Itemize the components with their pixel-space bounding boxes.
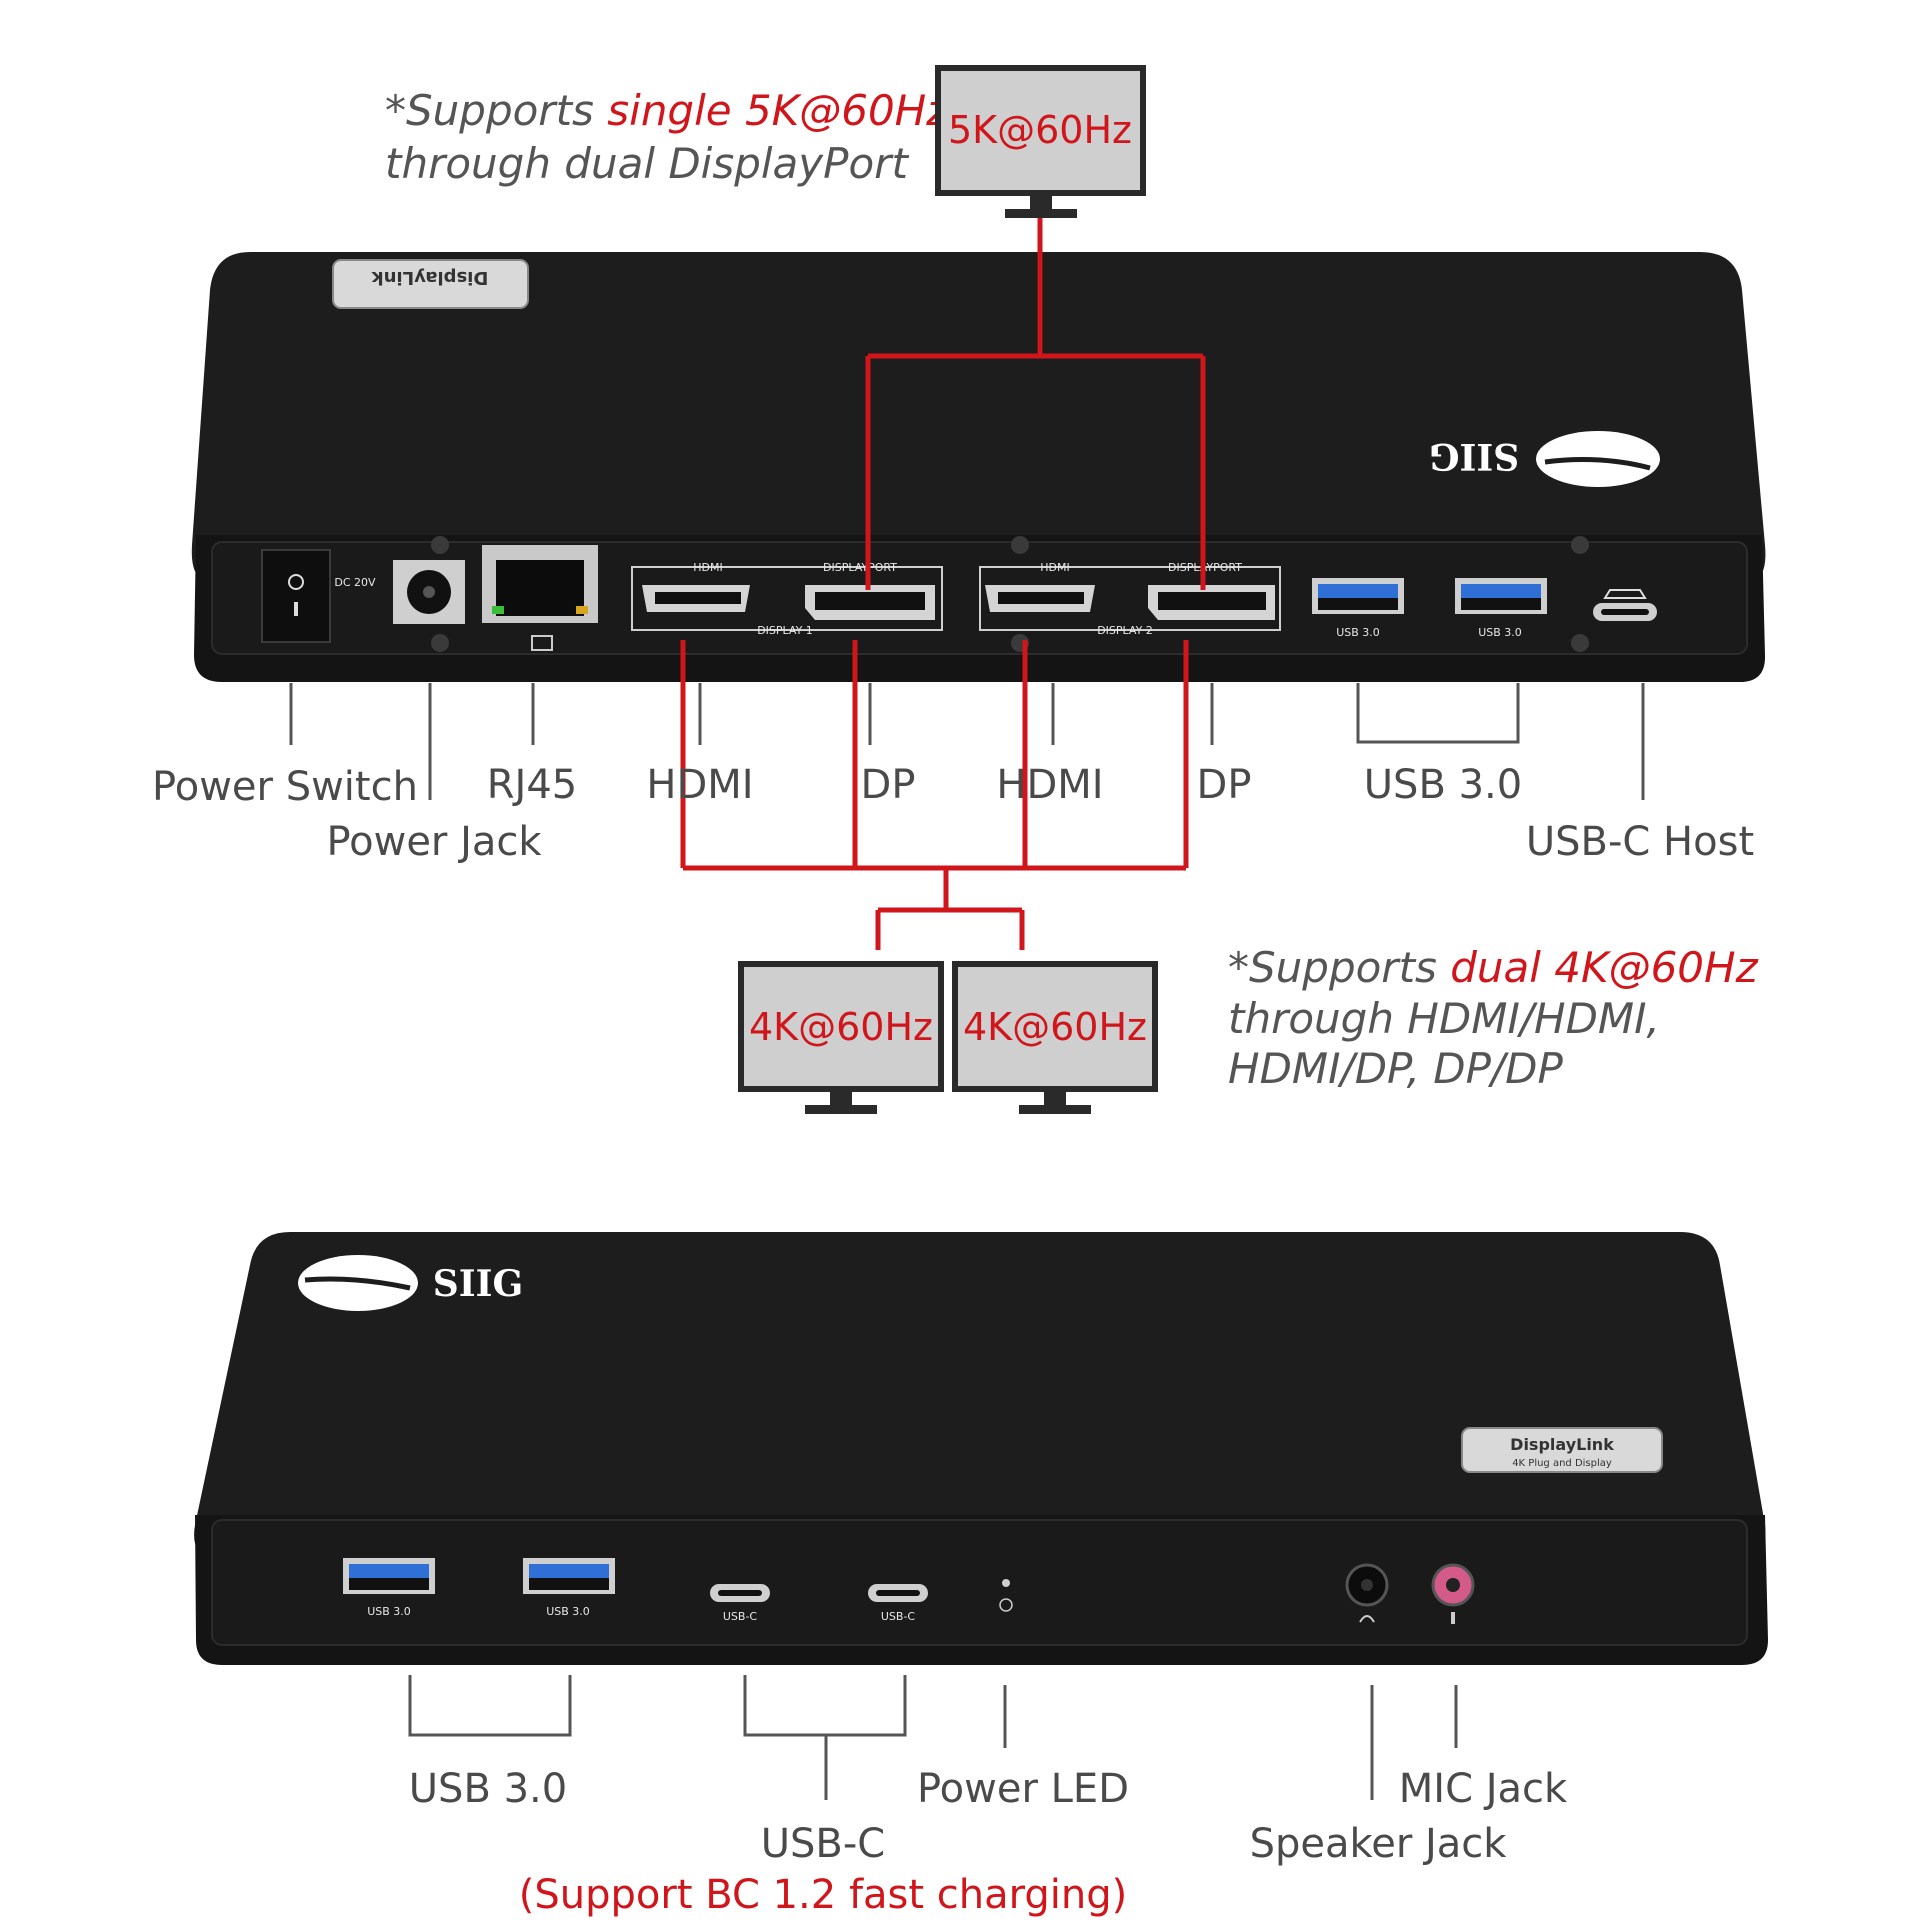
front-labels: USB 3.0 USB-C (Support BC 1.2 fast charg…	[409, 1766, 1568, 1918]
front-leader-lines	[408, 1675, 1458, 1800]
svg-text:DISPLAY 1: DISPLAY 1	[757, 624, 813, 637]
rj45-port	[482, 545, 598, 651]
monitor-5k-label: 5K@60Hz	[948, 108, 1132, 152]
display1-group: HDMI DISPLAYPORT DISPLAY 1	[631, 561, 943, 637]
top-note-line2: through dual DisplayPort	[385, 139, 909, 188]
front-dock: SIIG DisplayLink 4K Plug and Display USB…	[194, 1232, 1768, 1665]
label-dp-2: DP	[1197, 762, 1252, 808]
red-lines-4k	[680, 640, 1189, 950]
siig-logo-rear: SIIG	[1429, 431, 1660, 487]
label-rj45: RJ45	[487, 762, 578, 808]
svg-text:USB 3.0: USB 3.0	[367, 1605, 411, 1618]
front-usbc-ports: USB-C USB-C	[710, 1584, 928, 1623]
rear-leader-lines	[289, 683, 1645, 800]
label-usb3-rear: USB 3.0	[1364, 762, 1522, 808]
svg-text:HDMI: HDMI	[693, 561, 722, 574]
label-power-led: Power LED	[917, 1766, 1129, 1812]
svg-text:DISPLAYPORT: DISPLAYPORT	[823, 561, 897, 574]
monitor-4k-right: 4K@60Hz	[952, 961, 1158, 1114]
speaker-jack	[1345, 1563, 1389, 1623]
svg-text:DISPLAY 2: DISPLAY 2	[1097, 624, 1153, 637]
rear-labels: Power Switch Power Jack RJ45 HDMI DP HDM…	[152, 762, 1754, 865]
usbc-host-port	[1593, 589, 1657, 621]
power-jack	[393, 560, 465, 624]
svg-text:USB 3.0: USB 3.0	[546, 1605, 590, 1618]
mic-jack	[1431, 1563, 1475, 1624]
label-power-switch: Power Switch	[152, 764, 418, 810]
label-usb3-front: USB 3.0	[409, 1766, 567, 1812]
svg-text:USB 3.0: USB 3.0	[1336, 626, 1380, 639]
label-speaker-jack: Speaker Jack	[1250, 1821, 1508, 1867]
front-usb3-ports: USB 3.0 USB 3.0	[343, 1558, 615, 1618]
label-dp-1: DP	[861, 762, 916, 808]
monitor-4k-left-label: 4K@60Hz	[749, 1005, 933, 1049]
svg-text:HDMI: HDMI	[1040, 561, 1069, 574]
label-usbc-front: USB-C	[761, 1821, 885, 1867]
label-usbc-charging-note: (Support BC 1.2 fast charging)	[519, 1872, 1127, 1918]
red-lines-5k	[865, 218, 1206, 590]
bottom-note-line1: *Supports dual 4K@60Hz	[1228, 943, 1759, 992]
monitor-5k: 5K@60Hz	[935, 65, 1146, 218]
display2-group: HDMI DISPLAYPORT DISPLAY 2	[979, 561, 1281, 637]
label-usbc-host: USB-C Host	[1526, 819, 1754, 865]
monitor-4k-right-label: 4K@60Hz	[963, 1005, 1147, 1049]
label-mic-jack: MIC Jack	[1399, 1766, 1568, 1812]
label-power-jack: Power Jack	[326, 819, 542, 865]
power-led	[999, 1579, 1013, 1612]
displaylink-badge-rear: DisplayLink	[332, 259, 529, 309]
label-hdmi-2: HDMI	[996, 762, 1103, 808]
svg-text:USB-C: USB-C	[881, 1610, 916, 1623]
monitor-4k-left: 4K@60Hz	[738, 961, 944, 1114]
rear-dock: DisplayLink SIIG DC 20V	[191, 252, 1766, 682]
svg-text:USB-C: USB-C	[723, 1610, 758, 1623]
bottom-note-line2: through HDMI/HDMI,	[1228, 994, 1660, 1043]
top-note-line1: *Supports single 5K@60Hz	[385, 86, 949, 135]
svg-text:SIIG: SIIG	[1429, 435, 1519, 477]
rear-usb3-ports: USB 3.0 USB 3.0	[1312, 578, 1547, 639]
displaylink-badge-front: DisplayLink 4K Plug and Display	[1461, 1427, 1663, 1473]
svg-text:DisplayLink: DisplayLink	[371, 267, 489, 288]
svg-text:DisplayLink: DisplayLink	[1510, 1435, 1614, 1454]
dc-label: DC 20V	[334, 576, 376, 589]
power-switch	[261, 549, 331, 643]
siig-logo-front: SIIG	[298, 1255, 523, 1311]
svg-text:SIIG: SIIG	[433, 1263, 523, 1305]
svg-text:4K Plug and Display: 4K Plug and Display	[1512, 1458, 1612, 1469]
label-hdmi-1: HDMI	[646, 762, 753, 808]
svg-text:USB 3.0: USB 3.0	[1478, 626, 1522, 639]
bottom-note-line3: HDMI/DP, DP/DP	[1228, 1044, 1563, 1093]
